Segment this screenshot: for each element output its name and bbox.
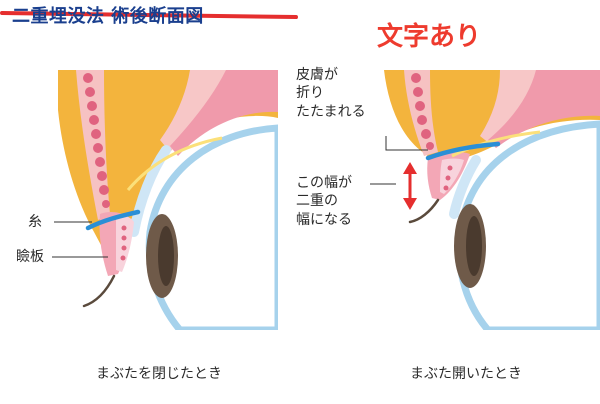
muscle-band bbox=[160, 70, 232, 152]
pupil bbox=[466, 216, 482, 276]
caption-open-eyelid: まぶた開いたとき bbox=[410, 366, 522, 382]
conjunctiva bbox=[449, 155, 481, 219]
orbicularis-column bbox=[76, 70, 110, 220]
width-arrow bbox=[403, 162, 417, 210]
label-skin-fold-line-3: たたまれる bbox=[296, 103, 366, 120]
tarsal-dots bbox=[443, 165, 453, 191]
skin-fold-leader-line bbox=[385, 136, 428, 151]
left-panel-illustration bbox=[58, 70, 278, 330]
label-skin-fold-line-2: 折り bbox=[296, 85, 324, 102]
tarsal-dots bbox=[120, 225, 127, 261]
struck-title: 二重埋没法 術後断面図 bbox=[12, 6, 204, 27]
label-skin-fold-line-1: 皮膚が bbox=[296, 67, 338, 83]
thread bbox=[85, 209, 141, 231]
label-fold-width-line-3: 幅になる bbox=[296, 211, 352, 228]
label-skin-fold: 皮膚が 折り たたまれる bbox=[296, 66, 366, 121]
badge-text: 文字あり bbox=[377, 22, 482, 52]
eyelash bbox=[408, 198, 440, 224]
muscle-band-outer bbox=[170, 70, 278, 156]
label-thread: 糸 bbox=[28, 214, 42, 230]
thread bbox=[425, 141, 501, 161]
label-tarsus: 瞼板 bbox=[16, 249, 44, 265]
muscle-dots bbox=[411, 73, 434, 150]
caption-closed-eyelid: まぶたを閉じたとき bbox=[96, 366, 222, 382]
muscle-dots bbox=[83, 73, 110, 208]
tarsus bbox=[440, 158, 464, 194]
tarsus bbox=[116, 215, 134, 272]
eyelash bbox=[82, 274, 116, 308]
label-fold-width-line-1: この幅が bbox=[296, 175, 352, 191]
muscle-band bbox=[480, 70, 540, 144]
label-fold-width-line-2: 二重の bbox=[296, 193, 338, 210]
pupil bbox=[158, 226, 174, 286]
levator-line bbox=[451, 130, 541, 158]
levator-line bbox=[126, 136, 223, 191]
conjunctiva bbox=[129, 145, 171, 237]
muscle-band-outer bbox=[488, 70, 600, 148]
label-fold-width: この幅が 二重の 幅になる bbox=[296, 174, 352, 229]
